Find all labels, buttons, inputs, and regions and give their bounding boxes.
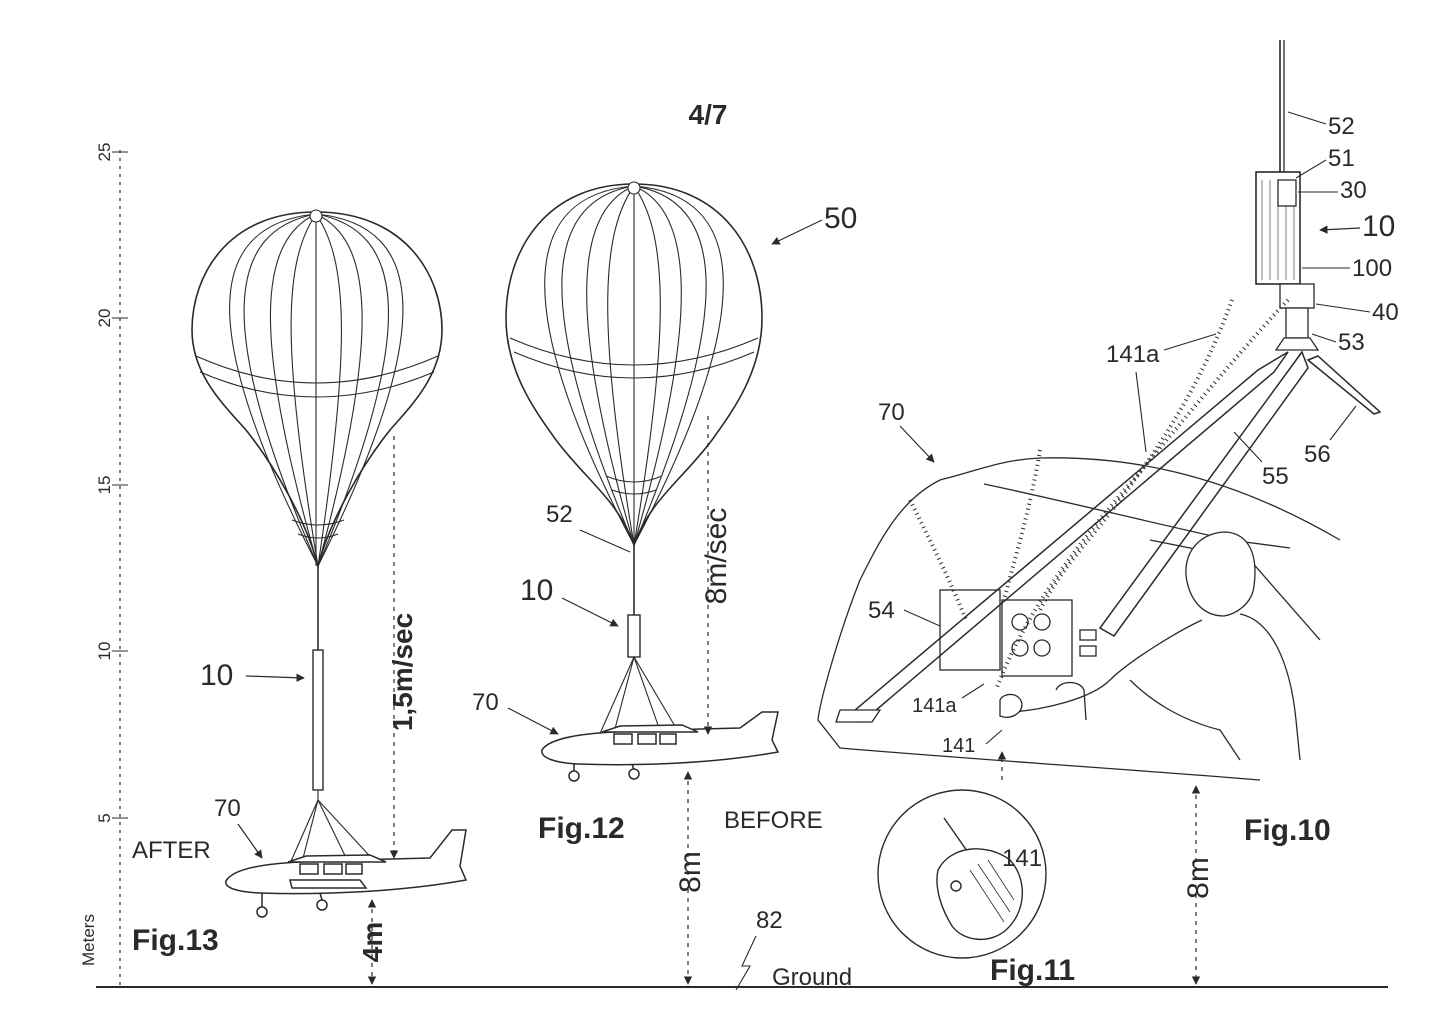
fig12-aircraft-leader bbox=[507, 707, 559, 735]
fig13-parachute bbox=[191, 209, 443, 871]
fig13-caption: Fig.13 bbox=[132, 924, 219, 957]
fig11-caption: Fig.11 bbox=[990, 954, 1075, 987]
fig10-ref-141-leader bbox=[985, 729, 1003, 745]
fig13-aircraft-leader bbox=[237, 823, 263, 859]
fig10-main-line-and-device bbox=[1255, 40, 1320, 351]
fig10-ref-54: 54 bbox=[868, 597, 895, 624]
fig12-ref-aircraft: 70 bbox=[472, 689, 499, 716]
fig10-ref-52: 52 bbox=[1328, 113, 1355, 140]
fig10-ref-56: 56 bbox=[1304, 441, 1331, 468]
fig10-ref-55-leader bbox=[1233, 431, 1263, 463]
fig10-ref-53-leader bbox=[1311, 333, 1337, 343]
fig10-ref-10: 10 bbox=[1362, 210, 1395, 243]
fig12-device-leader bbox=[561, 597, 619, 627]
fig10-ref-141: 141 bbox=[942, 735, 975, 757]
fig12-ref-device: 10 bbox=[520, 574, 553, 607]
fig12-aircraft bbox=[541, 711, 780, 782]
fig11-detail bbox=[877, 789, 1047, 959]
fig10-height-label: 8m bbox=[1182, 857, 1215, 899]
fig10-ref-10-leader bbox=[1319, 225, 1361, 234]
fig13-device-leader bbox=[245, 673, 305, 682]
fig10-ref-53: 53 bbox=[1338, 329, 1365, 356]
fig10-ref-51-leader bbox=[1295, 159, 1327, 179]
fig10-ref-141a-low: 141a bbox=[912, 695, 957, 717]
fig12-ref-line: 52 bbox=[546, 501, 573, 528]
fig10-ref-141a-top-leader-2 bbox=[1135, 371, 1147, 453]
fig12-height-label: 8m bbox=[674, 851, 707, 893]
fig10-ref-40-leader bbox=[1315, 303, 1371, 313]
fig13-aircraft bbox=[225, 829, 468, 918]
fig10-cockpit bbox=[817, 457, 1341, 781]
fig10-ref-141a-low-leader bbox=[961, 683, 985, 699]
scale-tick-25: 25 bbox=[95, 143, 114, 162]
fig12-parachute-leader bbox=[771, 219, 823, 245]
fig12-line-leader bbox=[579, 529, 631, 553]
fig12-state-label: BEFORE bbox=[724, 807, 823, 834]
scale-tick-10: 10 bbox=[95, 642, 114, 661]
fig12-ref-parachute: 50 bbox=[824, 202, 857, 235]
fig12-speed-label: 8m/sec bbox=[700, 508, 733, 605]
fig10-pilot bbox=[999, 531, 1301, 761]
fig10-caption: Fig.10 bbox=[1244, 814, 1331, 847]
fig10-ref-141a-top: 141a bbox=[1106, 341, 1160, 368]
fig10-ref-30: 30 bbox=[1340, 177, 1367, 204]
fig10-ref-100: 100 bbox=[1352, 255, 1392, 282]
page-number: 4/7 bbox=[689, 99, 728, 130]
scale-tick-20: 20 bbox=[95, 309, 114, 328]
fig10-ref-54-leader bbox=[903, 609, 941, 627]
fig13-state-label: AFTER bbox=[132, 837, 211, 864]
fig10-ref-40: 40 bbox=[1372, 299, 1399, 326]
fig12-ref-ground: 82 bbox=[756, 907, 783, 934]
fig13-speed-label: 1,5m/sec bbox=[387, 613, 418, 731]
fig10-ref-56-leader bbox=[1329, 405, 1357, 441]
fig12-caption: Fig.12 bbox=[538, 812, 625, 845]
ground-ref-leader bbox=[735, 935, 757, 991]
fig10-ref-70-leader bbox=[899, 425, 935, 463]
fig10-ref-51: 51 bbox=[1328, 145, 1355, 172]
fig13-ref-aircraft: 70 bbox=[214, 795, 241, 822]
fig10-ref-141a-top-leader bbox=[1163, 333, 1217, 351]
scale-tick-15: 15 bbox=[95, 476, 114, 495]
fig10-ref-70: 70 bbox=[878, 399, 905, 426]
fig12-parachute bbox=[505, 181, 763, 743]
meter-scale bbox=[112, 150, 128, 985]
fig10-ref-52-leader bbox=[1287, 111, 1327, 125]
fig13-height-label: 4m bbox=[357, 922, 388, 962]
fig10-ref-55: 55 bbox=[1262, 463, 1289, 490]
fig13-ref-device: 10 bbox=[200, 659, 233, 692]
fig10-harness-straps bbox=[846, 350, 1382, 723]
ground-label: Ground bbox=[772, 964, 852, 991]
scale-axis-label: Meters bbox=[79, 914, 98, 966]
scale-tick-5: 5 bbox=[95, 813, 114, 822]
fig11-ref-handle: 141 bbox=[1002, 845, 1042, 872]
